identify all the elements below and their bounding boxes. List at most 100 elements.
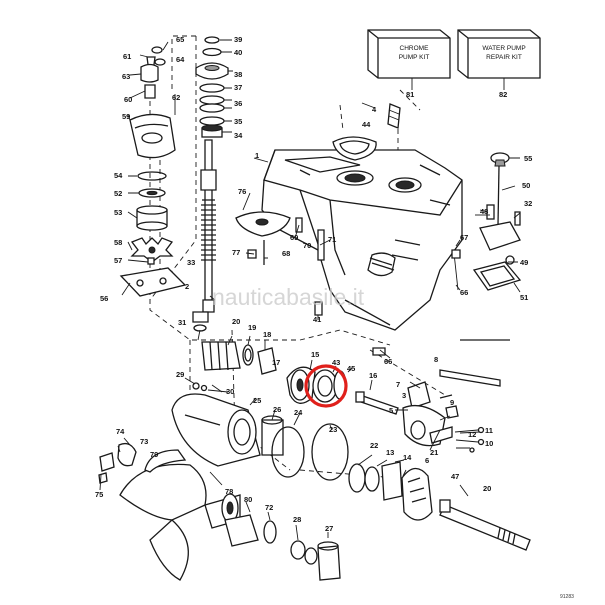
part-label-38: 38 [234, 70, 242, 79]
part-label-77: 77 [232, 248, 240, 257]
part-label-27: 27 [325, 524, 333, 533]
part-label-57: 57 [114, 256, 122, 265]
shift-mechanism [402, 339, 510, 453]
part-label-67: 67 [460, 233, 468, 242]
part-label-72: 72 [265, 503, 273, 512]
part-label-8: 8 [434, 355, 438, 364]
part-label-41: 41 [313, 315, 321, 324]
part-label-31: 31 [178, 318, 186, 327]
part-label-71: 71 [328, 235, 336, 244]
part-label-22: 22 [370, 441, 378, 450]
right-pump-plate [472, 152, 522, 291]
part-label-5: 5 [389, 406, 393, 415]
drawing-code: 91283 [560, 594, 574, 600]
driveshaft [200, 139, 217, 313]
part-label-50: 50 [522, 181, 530, 190]
water-pump-stack [195, 36, 229, 138]
part-label-62: 62 [172, 93, 180, 102]
small-hardware [192, 301, 386, 393]
pump-housing-parts [129, 46, 176, 159]
part-label-53: 53 [114, 208, 122, 217]
part-label-78: 78 [225, 487, 233, 496]
part-label-60: 60 [124, 95, 132, 104]
chrome-pump-kit-box: CHROME PUMP KIT [367, 29, 451, 79]
part-label-58: 58 [114, 238, 122, 247]
part-label-11: 11 [485, 426, 493, 435]
water-kit-line2: REPAIR KIT [486, 54, 522, 61]
part-label-55: 55 [524, 154, 532, 163]
part-label-68: 68 [282, 249, 290, 258]
part-label-25: 25 [253, 396, 261, 405]
part-label-6: 6 [425, 456, 429, 465]
gearcase-housing [261, 149, 463, 331]
part-label-36: 36 [234, 99, 242, 108]
part-label-49: 49 [520, 258, 528, 267]
part-label-63: 63 [122, 72, 130, 81]
part-label-54: 54 [114, 171, 123, 180]
highlight-ring [304, 364, 348, 408]
part-label-20-upper: 20 [232, 317, 240, 326]
part-label-80: 80 [244, 495, 252, 504]
part-label-82: 82 [499, 90, 507, 99]
chrome-kit-line1: CHROME [400, 45, 430, 52]
part-label-3: 3 [402, 391, 406, 400]
part-label-1: 1 [255, 151, 259, 160]
part-label-66-lower: 66 [384, 357, 392, 366]
part-label-79: 79 [150, 450, 158, 459]
part-label-61: 61 [123, 52, 131, 61]
water-kit-line1: WATER PUMP [482, 45, 525, 52]
part-label-66-upper: 66 [460, 288, 468, 297]
part-label-75: 75 [95, 490, 103, 499]
part-label-74: 74 [116, 427, 125, 436]
part-label-2: 2 [185, 282, 189, 291]
water-pump-kit-box: WATER PUMP REPAIR KIT [457, 29, 541, 79]
top-gaskets [332, 103, 401, 161]
part-label-17: 17 [272, 358, 280, 367]
watermark-text: nauticabasile.it [212, 284, 365, 310]
part-label-16: 16 [369, 371, 377, 380]
chrome-kit-line2: PUMP KIT [399, 54, 430, 61]
part-label-18: 18 [263, 330, 271, 339]
part-label-76: 76 [238, 187, 246, 196]
part-label-13: 13 [386, 448, 394, 457]
propeller-shaft [439, 499, 531, 551]
part-label-21: 21 [430, 448, 438, 457]
part-label-14: 14 [403, 453, 412, 462]
part-label-70: 70 [303, 241, 311, 250]
part-label-69: 69 [290, 233, 298, 242]
leader-lines [99, 39, 521, 541]
part-label-52: 52 [114, 189, 122, 198]
part-label-15: 15 [311, 350, 319, 359]
part-label-30: 30 [226, 387, 234, 396]
part-label-39: 39 [234, 35, 242, 44]
part-label-23: 23 [329, 425, 337, 434]
part-label-47: 47 [451, 472, 459, 481]
part-label-34: 34 [234, 131, 243, 140]
part-label-40: 40 [234, 48, 242, 57]
part-label-20-lower: 20 [483, 484, 491, 493]
part-label-59: 59 [122, 112, 130, 121]
part-label-33: 33 [187, 258, 195, 267]
part-label-29: 29 [176, 370, 184, 379]
prop-hardware [98, 442, 341, 581]
part-label-44: 44 [362, 120, 371, 129]
part-label-32: 32 [524, 199, 532, 208]
part-label-56: 56 [100, 294, 108, 303]
part-label-28: 28 [293, 515, 301, 524]
part-label-64: 64 [176, 55, 185, 64]
part-label-65: 65 [176, 35, 184, 44]
part-label-26: 26 [273, 405, 281, 414]
part-label-7: 7 [396, 380, 400, 389]
part-label-48: 48 [480, 207, 488, 216]
part-label-35: 35 [234, 117, 242, 126]
part-label-4: 4 [372, 105, 377, 114]
part-label-45: 45 [347, 364, 355, 373]
part-label-10: 10 [485, 439, 493, 448]
impeller-area [119, 171, 187, 297]
propeller [119, 449, 241, 581]
part-label-24: 24 [294, 408, 303, 417]
part-label-81: 81 [406, 90, 414, 99]
part-label-51: 51 [520, 293, 528, 302]
